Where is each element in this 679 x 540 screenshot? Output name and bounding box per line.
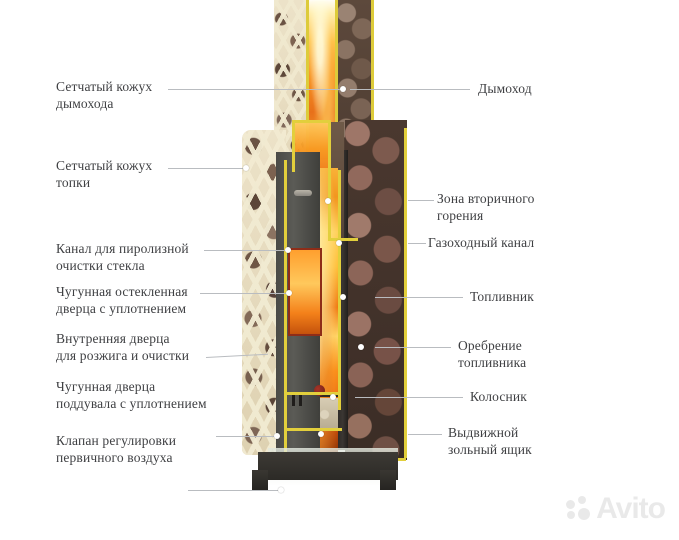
stove-cutaway-illustration [228, 0, 423, 495]
dot-firebox-mesh-casing [243, 165, 249, 171]
cutaway-outline-grate [286, 392, 340, 395]
dot-primary-air-control-valve [278, 487, 284, 493]
label-pyrolysis-glass-cleaning-channel: Канал для пиролизной очистки стекла [56, 241, 189, 273]
label-grate: Колосник [470, 389, 527, 404]
door-knob-graphic [314, 385, 325, 396]
leader-firebox-finning [375, 347, 451, 348]
avito-watermark: Avito [566, 492, 666, 526]
label-cast-iron-glazed-door: Чугунная остекленная дверца с уплотнение… [56, 284, 188, 316]
dot-firebox [340, 294, 346, 300]
dot-cast-iron-ash-door [274, 433, 280, 439]
leader-pyrolysis-glass-cleaning-channel [204, 250, 288, 251]
dot-gas-duct-channel [336, 240, 342, 246]
dot-cast-iron-glazed-door [286, 290, 292, 296]
cutaway-outline-left [284, 160, 287, 460]
leader-gas-duct-channel [408, 243, 426, 244]
label-inner-ignition-cleaning-door: Внутренняя дверца для розжига и очистки [56, 331, 190, 363]
cutaway-outline-ashbox [286, 428, 342, 431]
label-primary-air-control-valve: Клапан регулировки первичного воздуха [56, 433, 177, 465]
stove-leg-right [380, 470, 396, 490]
chimney-gold-edge-outer [371, 0, 374, 160]
avito-wordmark: Avito [596, 492, 666, 525]
leader-chimney [350, 89, 470, 90]
cutaway-outline-duct-bottom [328, 238, 358, 241]
cutaway-outline-right [404, 128, 407, 458]
avito-logo-icon [566, 496, 592, 522]
leader-pull-out-ash-box [408, 434, 442, 435]
label-firebox-finning: Оребрение топливника [458, 338, 527, 370]
leader-primary-air-control-valve [188, 490, 280, 491]
leader-firebox-mesh-casing [168, 168, 246, 169]
leader-cast-iron-ash-door [216, 436, 276, 437]
dot-grate [330, 394, 336, 400]
chimney-gold-edge-left [306, 0, 309, 162]
leader-grate [355, 397, 463, 398]
dot-secondary-combustion-zone [325, 198, 331, 204]
leader-firebox [375, 297, 463, 298]
leader-chimney-mesh-casing [168, 89, 343, 90]
label-chimney: Дымоход [478, 81, 532, 96]
dot-pyrolysis-glass-cleaning-channel [285, 247, 291, 253]
stone-fill-graphic [345, 120, 407, 460]
dot-firebox-finning [358, 344, 364, 350]
dot-chimney [340, 86, 346, 92]
label-firebox: Топливник [470, 289, 534, 304]
leader-cast-iron-glazed-door [200, 293, 290, 294]
label-pull-out-ash-box: Выдвижной зольный ящик [448, 425, 532, 457]
cutaway-outline-mid [338, 170, 341, 410]
label-secondary-combustion-zone: Зона вторичного горения [437, 191, 535, 223]
stove-leg-left [252, 470, 268, 490]
label-chimney-mesh-casing: Сетчатый кожух дымохода [56, 79, 153, 111]
primary-air-vent-slot-1 [292, 392, 295, 406]
primary-air-vent-slot-2 [299, 392, 302, 406]
dot-pull-out-ash-box [318, 431, 324, 437]
cutaway-outline-sec-top [292, 120, 330, 123]
door-badge-graphic [294, 190, 312, 196]
label-gas-duct-channel: Газоходный канал [428, 235, 535, 250]
cutaway-outline-duct-right [328, 120, 331, 240]
chimney-gold-edge-right [335, 0, 338, 162]
label-firebox-mesh-casing: Сетчатый кожух топки [56, 158, 153, 190]
leader-secondary-combustion-zone [408, 200, 434, 201]
door-glass-graphic [288, 248, 322, 336]
stove-base-graphic [258, 452, 398, 480]
label-cast-iron-ash-door: Чугунная дверца поддувала с уплотнением [56, 379, 207, 411]
cutaway-outline-sec-left [292, 120, 295, 172]
